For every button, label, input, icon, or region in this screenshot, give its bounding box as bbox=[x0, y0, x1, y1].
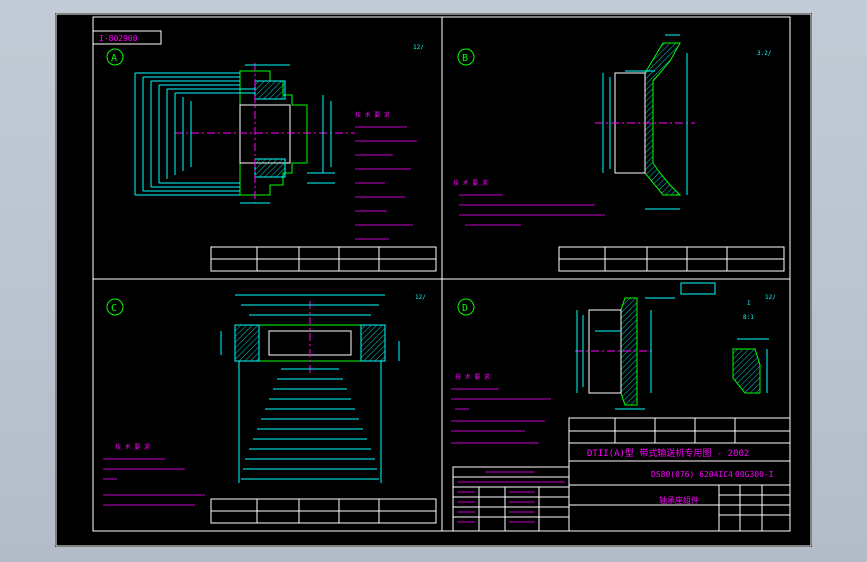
view-d-detail-dims bbox=[737, 338, 769, 393]
drawing-sheet: I-802900 A 12/ 技 术 要 求 bbox=[55, 13, 812, 547]
view-c: C 12/ 技 术 要 求 bbox=[103, 294, 437, 524]
code-box-text: I-802900 bbox=[99, 34, 138, 43]
view-b-notes-lines bbox=[459, 194, 605, 226]
view-d-detail-label: I bbox=[747, 300, 751, 307]
view-c-roughness: 12/ bbox=[415, 294, 426, 301]
view-c-notes-lines bbox=[103, 458, 205, 506]
view-b-notes-title: 技 术 要 求 bbox=[453, 179, 488, 187]
view-d: D 12/ I 8:1 技 术 要 求 bbox=[451, 282, 776, 444]
view-c-dimensions bbox=[220, 294, 400, 483]
view-b-label: B bbox=[462, 53, 468, 64]
view-d-detail-profile bbox=[732, 348, 761, 394]
view-a-notes-lines bbox=[355, 126, 417, 240]
view-b-roughness: 3.2/ bbox=[757, 50, 772, 57]
view-d-notes-title: 技 术 要 求 bbox=[455, 373, 490, 381]
view-a-hatch-top bbox=[254, 80, 286, 100]
view-a-hatch-bottom bbox=[254, 158, 286, 178]
view-c-mini-table bbox=[210, 498, 437, 524]
view-c-hatch-right bbox=[360, 324, 386, 362]
view-d-marker bbox=[457, 298, 475, 316]
title-block-part-name: 轴承座组件 bbox=[659, 495, 699, 505]
view-d-tolerance-frame bbox=[680, 282, 716, 295]
view-a-mini-table bbox=[210, 246, 437, 272]
view-a-notes-title: 技 术 要 求 bbox=[355, 111, 390, 119]
view-b-mini-table bbox=[558, 246, 785, 272]
cad-drawing: I-802900 A 12/ 技 术 要 求 bbox=[55, 13, 812, 547]
view-a-label: A bbox=[111, 53, 117, 64]
revision-table-text bbox=[457, 471, 565, 523]
title-block: DTII(A)型 带式输送机专用图 - 2002 DS80(076) 6204I… bbox=[452, 417, 791, 532]
view-b-dimensions bbox=[602, 34, 688, 210]
title-block-part-code: 00G300-I bbox=[735, 470, 774, 479]
view-b: B 3.2/ 技 术 要 求 bbox=[453, 34, 785, 272]
view-d-label: D bbox=[462, 303, 468, 314]
view-a-bore bbox=[239, 104, 291, 164]
view-c-marker bbox=[106, 298, 124, 316]
view-d-detail-scale: 8:1 bbox=[743, 314, 754, 321]
view-c-label: C bbox=[111, 303, 117, 314]
outer-frame bbox=[55, 13, 812, 547]
view-c-notes-title: 技 术 要 求 bbox=[115, 443, 150, 451]
view-b-seal-profile bbox=[644, 42, 682, 196]
view-a-roughness: 12/ bbox=[413, 44, 424, 51]
view-a-marker bbox=[106, 48, 124, 66]
view-c-hatch-left bbox=[234, 324, 260, 362]
title-block-drawing-no: DS80(076) 6204IC4 bbox=[651, 470, 733, 479]
view-a: A 12/ 技 术 要 求 bbox=[106, 44, 437, 272]
revision-table bbox=[452, 466, 570, 532]
view-d-roughness: 12/ bbox=[765, 294, 776, 301]
title-block-company: DTII(A)型 带式输送机专用图 - 2002 bbox=[587, 447, 749, 459]
view-d-bore bbox=[588, 309, 622, 394]
view-b-marker bbox=[457, 48, 475, 66]
view-d-notes-lines bbox=[451, 388, 551, 444]
view-d-dimensions bbox=[576, 297, 675, 410]
code-box bbox=[92, 30, 162, 45]
view-a-dimensions bbox=[134, 64, 335, 204]
